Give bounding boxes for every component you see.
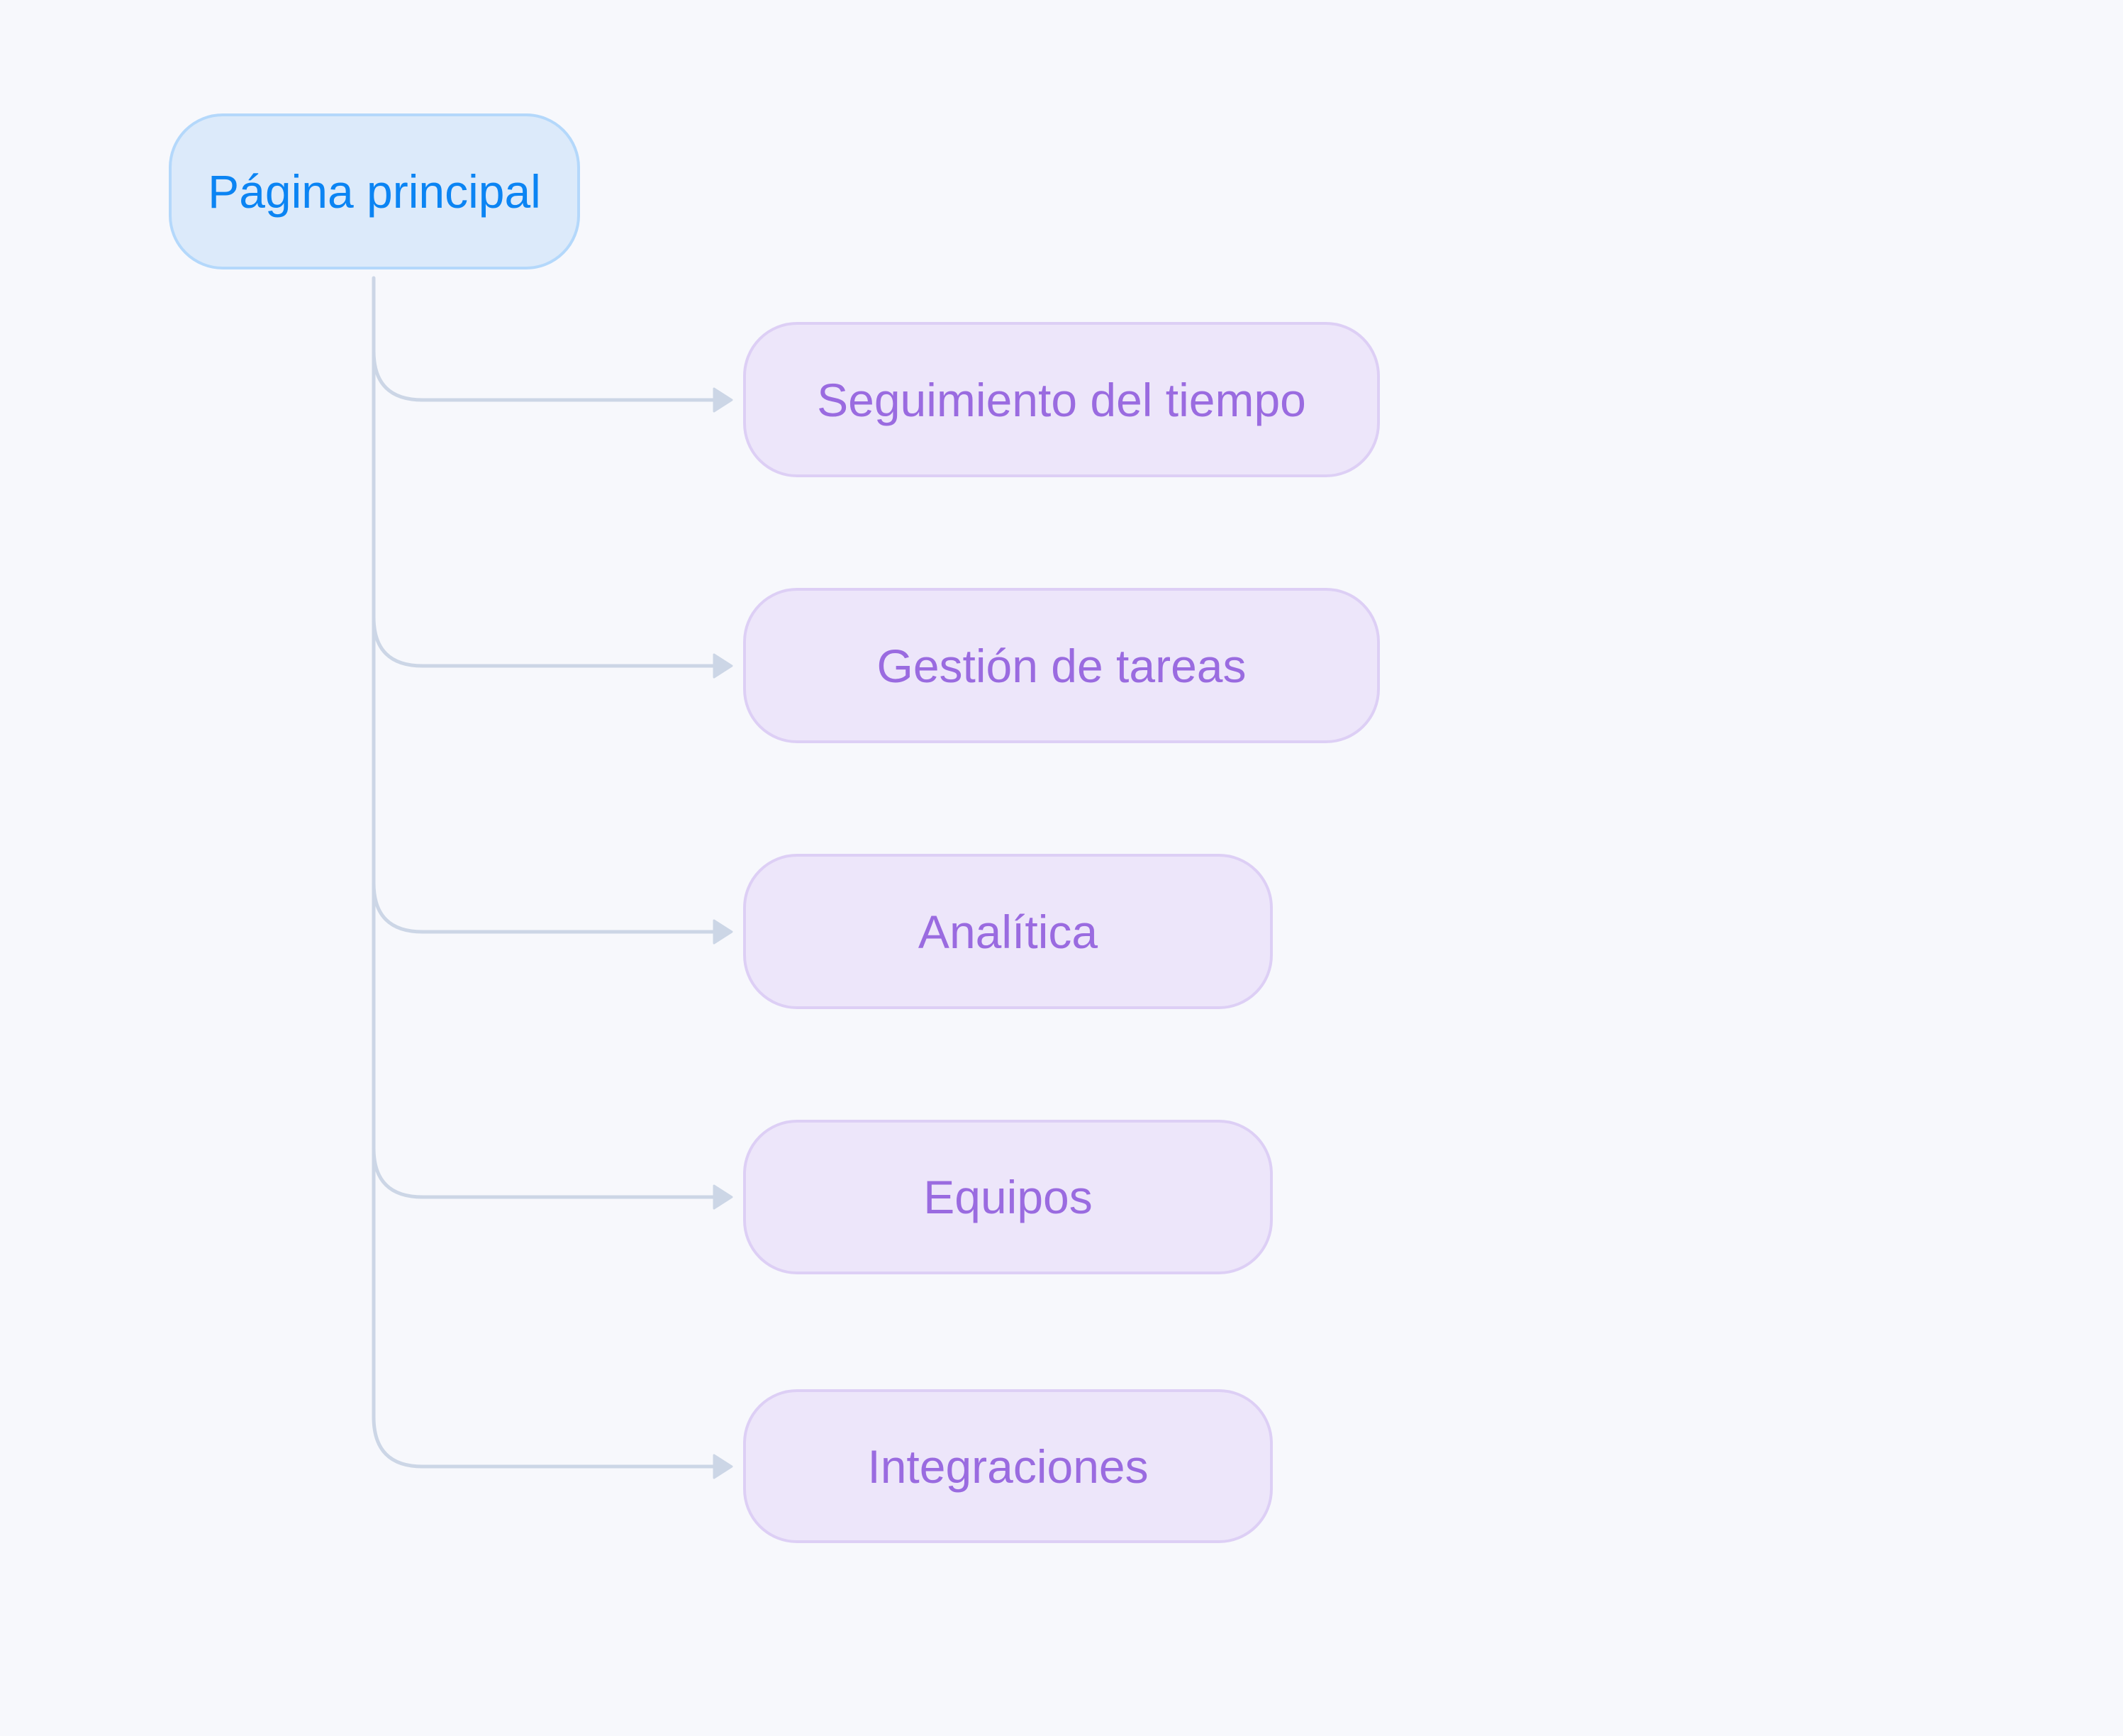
node-label: Gestión de tareas xyxy=(876,639,1247,692)
root-node[interactable]: Página principal xyxy=(169,113,580,269)
arrowhead-icon xyxy=(713,1454,733,1479)
node-analitica[interactable]: Analítica xyxy=(743,854,1273,1009)
arrowhead-icon xyxy=(713,1184,733,1210)
node-integraciones[interactable]: Integraciones xyxy=(743,1389,1273,1543)
root-node-label: Página principal xyxy=(208,165,541,218)
edge-2 xyxy=(372,615,718,668)
edge-3 xyxy=(372,881,718,934)
node-label: Seguimiento del tiempo xyxy=(817,373,1306,426)
node-label: Integraciones xyxy=(867,1440,1149,1493)
node-equipos[interactable]: Equipos xyxy=(743,1120,1273,1274)
node-label: Analítica xyxy=(918,905,1098,958)
arrowhead-icon xyxy=(713,653,733,679)
node-gestion-de-tareas[interactable]: Gestión de tareas xyxy=(743,588,1380,743)
edge-5 xyxy=(372,1415,718,1469)
node-label: Equipos xyxy=(923,1171,1093,1223)
edge-1 xyxy=(372,349,718,402)
arrowhead-icon xyxy=(713,387,733,413)
node-seguimiento-del-tiempo[interactable]: Seguimiento del tiempo xyxy=(743,322,1380,477)
edge-4 xyxy=(372,1146,718,1199)
arrowhead-icon xyxy=(713,919,733,945)
